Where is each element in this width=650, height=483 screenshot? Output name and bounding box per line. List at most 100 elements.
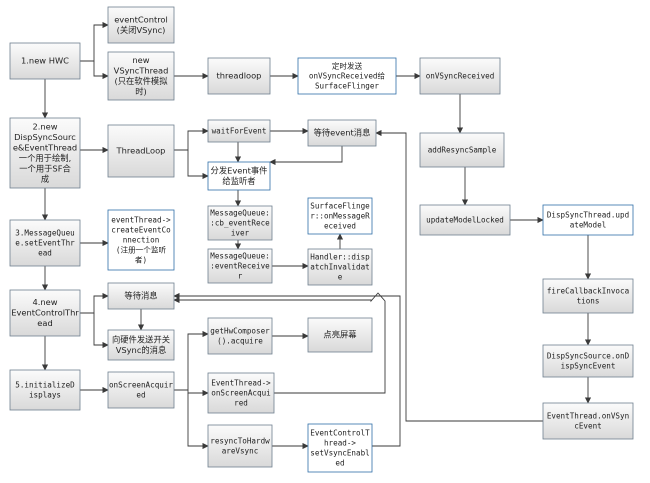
node-label-line: EventControlThr (11, 308, 79, 318)
node-box (207, 424, 273, 468)
node-label-line: nnection (123, 236, 160, 245)
node-label-line: atchInvalidat (310, 263, 369, 272)
node-label-line: DispSyncThread.upd (547, 211, 629, 220)
node-label-line: eventControl (114, 14, 168, 24)
node-label-line: iver (231, 229, 250, 238)
node-on-vsync-received: onVSyncReceived (419, 57, 501, 95)
node-label-line: ispSyncEvent (561, 362, 616, 371)
edges-layer (41, 21, 592, 450)
flow-arrow (187, 150, 209, 180)
node-box (107, 371, 175, 409)
node-wait-msg: 等待消息 (107, 282, 175, 310)
node-label-line: ead (37, 318, 52, 328)
flow-arrow (174, 127, 209, 151)
node-label-line: 等待消息 (124, 291, 157, 301)
node-box (297, 57, 397, 95)
node-box (9, 117, 81, 189)
node-label-line: ateModel (570, 221, 607, 230)
node-box (9, 289, 81, 337)
node-label-line: getHwComposer (210, 327, 270, 336)
node-light-screen: 点亮屏幕 (307, 317, 373, 353)
flow-arrow (269, 146, 343, 166)
node-thread-loop: ThreadLoop (107, 124, 175, 178)
flow-arrow (80, 292, 109, 314)
node-label-line: threadloop (217, 71, 262, 81)
node-label-line: e.setEventThr (15, 239, 75, 248)
node-box (207, 161, 271, 191)
node-label-line: eventThread-> (111, 216, 171, 225)
node-box (207, 317, 273, 355)
node-label-line: EventThread-> (211, 379, 271, 388)
node-box (542, 204, 634, 236)
flow-arrow (174, 330, 209, 391)
node-label-line: ead (38, 249, 52, 258)
node-label-line: VSync的消息 (116, 345, 167, 355)
node-label-line: ThreadLoop (116, 146, 166, 156)
node-label-line: red (234, 399, 248, 408)
node-box (542, 402, 634, 440)
node-label-line: onVSyncReceived (426, 72, 495, 81)
node-label-line: 点亮屏幕 (323, 330, 357, 340)
node-event-control: eventControl(关闭VSync) (107, 6, 175, 44)
node-label-line: EventControlT (310, 429, 370, 438)
node-box (107, 209, 175, 271)
node-label-line: tions (577, 297, 600, 306)
node-label-line: waitForEvent (212, 127, 267, 136)
node-box (9, 42, 81, 80)
node-label-line: SurfaceFlinge (310, 202, 370, 211)
node-box (542, 278, 634, 314)
node-update-resync-model: updateModelLocked (419, 204, 511, 236)
node-label-line: 2.new (32, 121, 57, 131)
node-label-line: onVSyncReceived给 (309, 71, 386, 81)
node-box (107, 51, 175, 101)
node-label-line: 者) (135, 256, 147, 265)
node-dispsync: 2.newDispSyncSource&EventThread一个用于绘制,一个… (9, 117, 81, 189)
node-box (542, 344, 634, 378)
node-label-line: MessageQueue: (210, 252, 269, 261)
node-label-line: new (132, 55, 149, 65)
node-label-line: onScreenAcqui (211, 389, 271, 398)
nodes-layer: 1.new HWC eventControl(关闭VSync) newVSyncTh… (9, 6, 634, 473)
node-label-line: e&EventThread (13, 142, 77, 152)
node-label-line: createEventCo (111, 226, 171, 235)
node-create-connection: eventThread->createEventConnection(注册一个监… (107, 209, 175, 271)
node-label-line: ed (136, 391, 145, 400)
node-label-line: EventThread.onVSyn (547, 412, 629, 421)
node-label-line: r::onMessageR (310, 212, 370, 221)
node-box (307, 423, 373, 473)
node-hwc: 1.new HWC (9, 42, 81, 80)
node-box (419, 132, 505, 168)
node-label-line: updateModelLocked (426, 216, 504, 225)
flow-arrow (173, 292, 401, 447)
node-box (207, 205, 273, 241)
node-box (419, 57, 501, 95)
node-label-line: 时) (135, 86, 147, 96)
node-label-line: addResyncSample (428, 146, 497, 155)
node-label-line: 一个用于SF合 (19, 163, 71, 173)
node-label-line: e (338, 273, 343, 282)
node-box (307, 317, 373, 353)
node-label-line: 4.new (32, 297, 57, 307)
node-box (419, 204, 511, 236)
flow-arrow (187, 393, 209, 450)
node-label-line: 成 (41, 174, 49, 184)
node-label-line: onScreenAcquir (109, 381, 173, 390)
node-add-resync-sample: addResyncSample (419, 132, 505, 168)
node-box (207, 119, 271, 143)
node-label-line: VSyncThread (114, 65, 169, 75)
flow-arrow (173, 292, 386, 394)
node-wait-for-event: waitForEvent (207, 119, 271, 143)
node-label-line: setVsyncEnabl (310, 449, 369, 458)
